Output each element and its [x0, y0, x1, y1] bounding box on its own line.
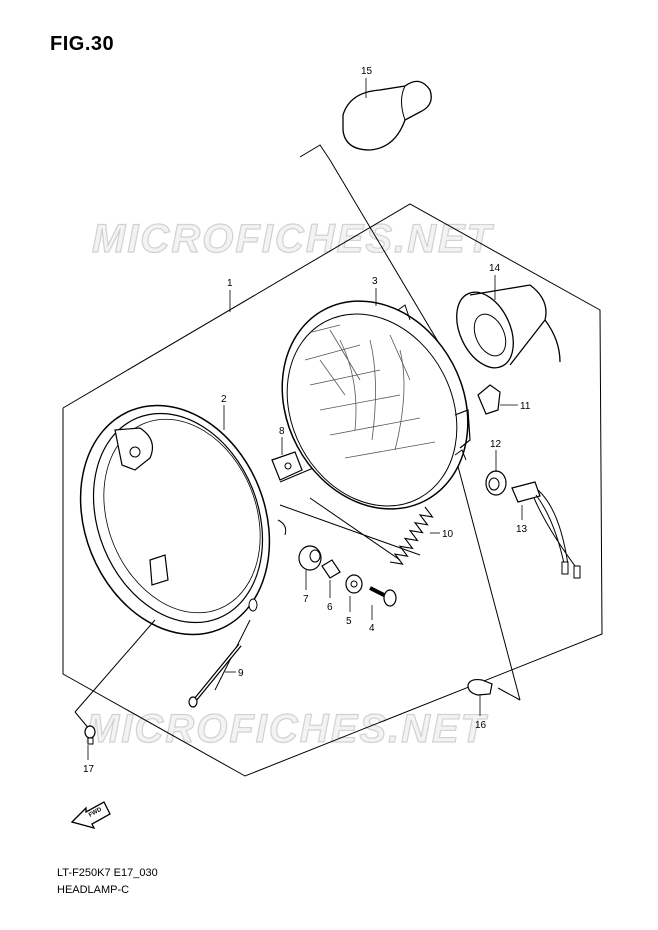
callout-7: 7: [303, 594, 309, 605]
part-5-washer: [345, 574, 363, 594]
callout-3: 3: [372, 276, 378, 287]
watermark-top: MICROFICHES.NET: [92, 217, 495, 261]
callout-2: 2: [221, 394, 227, 405]
callout-17: 17: [83, 764, 95, 775]
callout-8: 8: [279, 426, 285, 437]
part-14-socket-cover: [456, 284, 561, 369]
part-11-socket: [477, 384, 501, 415]
callout-13: 13: [516, 524, 528, 535]
callout-4: 4: [369, 623, 375, 634]
part-9-bolt: [188, 643, 242, 708]
figure-title: FIG.30: [50, 33, 115, 55]
callout-9: 9: [238, 668, 244, 679]
callout-6: 6: [327, 602, 333, 613]
part-15-bulb: [342, 80, 432, 151]
fwd-arrow-icon: FWD: [70, 801, 111, 830]
callout-14: 14: [489, 263, 501, 274]
part-13-socket-wires: [511, 481, 581, 579]
callout-1: 1: [227, 278, 233, 289]
part-17-small-bolt: [84, 725, 96, 745]
leader-lines: [87, 78, 523, 760]
callout-10: 10: [442, 529, 454, 540]
part-6-collar: [321, 559, 341, 579]
part-12-grommet: [485, 470, 507, 496]
watermark-bottom: MICROFICHES.NET: [86, 707, 489, 751]
callout-16: 16: [475, 720, 487, 731]
callout-12: 12: [490, 439, 502, 450]
part-4-screw: [369, 586, 397, 607]
callout-11: 11: [520, 401, 531, 412]
callout-15: 15: [361, 66, 373, 77]
assembly-frame: [62, 203, 603, 777]
part-7-cushion: [298, 545, 322, 571]
part-8-clip-nut: [271, 451, 303, 481]
part-16-small-bulb: [467, 678, 493, 696]
part-10-spring: [389, 506, 434, 565]
part-3-headlamp-unit: [281, 300, 471, 510]
section-name: HEADLAMP-C: [57, 884, 130, 896]
assembly-outline: [299, 144, 441, 346]
model-code: LT-F250K7 E17_030: [57, 867, 158, 879]
part-2-headlamp-rim: [79, 404, 287, 636]
callout-5: 5: [346, 616, 352, 627]
